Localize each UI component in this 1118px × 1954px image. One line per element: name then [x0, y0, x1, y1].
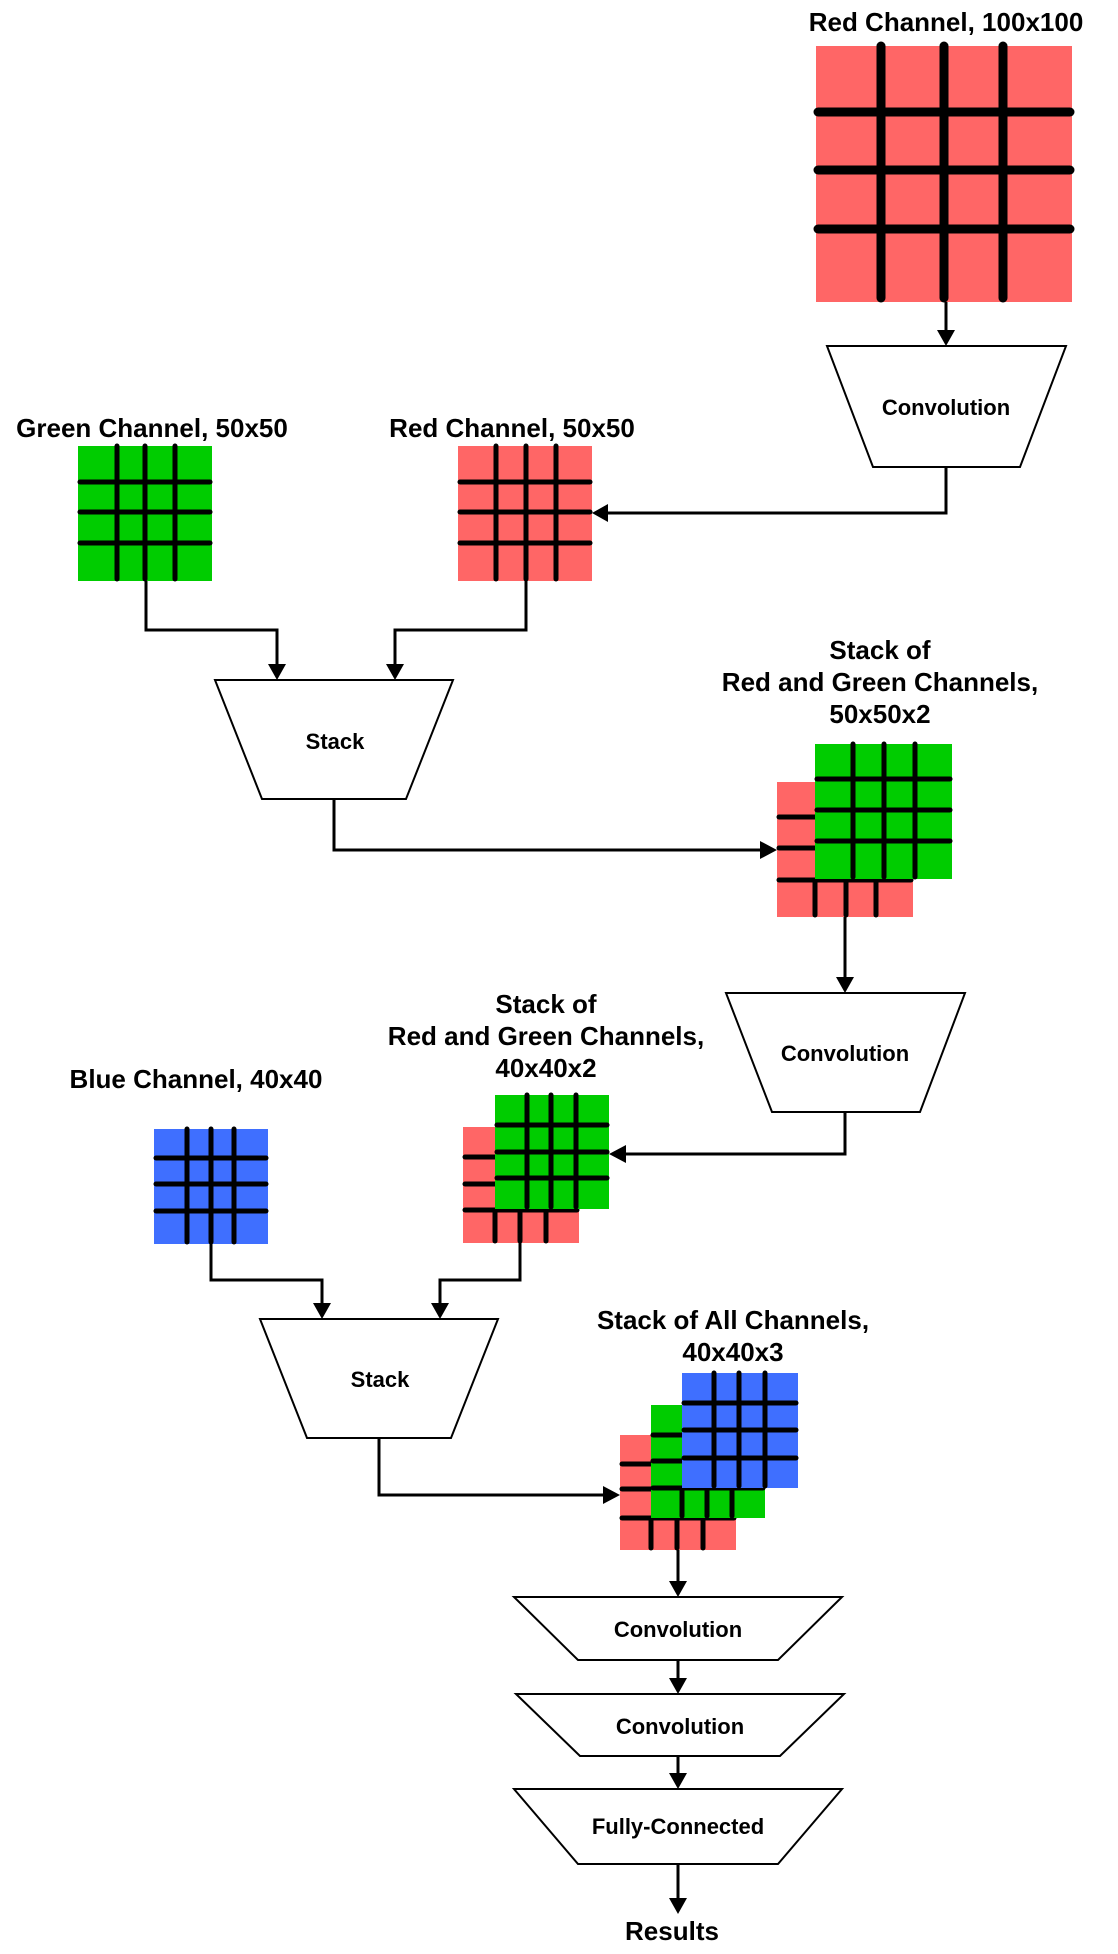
node-fully-connected-label: Fully-Connected — [592, 1814, 764, 1839]
edge-blue40-to-stack2 — [209, 1244, 331, 1319]
edge-stack-all-to-conv3 — [669, 1550, 687, 1597]
label-stack-rg-50-line3: 50x50x2 — [829, 699, 930, 729]
edge-line — [377, 1438, 604, 1497]
green-channel-50-grid — [77, 443, 213, 582]
label-green-channel-50: Green Channel, 50x50 — [16, 413, 288, 443]
arrowhead-icon — [431, 1303, 449, 1319]
arrowhead-icon — [836, 977, 854, 993]
label-stack-rg-50-line1: Stack of — [829, 635, 930, 665]
node-convolution-2-shape — [724, 992, 967, 1113]
label-red-channel-50: Red Channel, 50x50 — [389, 413, 635, 443]
edge-line — [393, 581, 528, 665]
edge-fully-connected-to-results — [669, 1864, 687, 1914]
node-convolution-4: Convolution — [513, 1693, 847, 1757]
node-stack-1-shape — [213, 679, 455, 800]
label-stack-rg-40-line2: Red and Green Channels, — [388, 1021, 704, 1051]
node-convolution-4-label: Convolution — [616, 1714, 744, 1739]
node-convolution-3-shape — [511, 1596, 845, 1661]
edge-green50-to-stack1 — [144, 581, 286, 680]
arrowhead-icon — [669, 1898, 687, 1914]
edge-stack2-to-stack-all — [377, 1438, 620, 1504]
arrowhead-icon — [268, 664, 286, 680]
arrowhead-icon — [313, 1303, 331, 1319]
arrowhead-icon — [592, 504, 608, 522]
arrowhead-icon — [609, 1145, 626, 1163]
edge-conv4-to-fully-connected — [669, 1756, 687, 1789]
edge-conv2-to-stack-rg-40 — [609, 1112, 847, 1163]
red-channel-50-grid — [457, 443, 593, 582]
node-convolution-2-label: Convolution — [781, 1041, 909, 1066]
edge-line — [607, 467, 948, 515]
edge-red100-to-conv1 — [937, 302, 955, 346]
arrowhead-icon — [937, 330, 955, 346]
edge-line — [332, 799, 761, 852]
node-fully-connected: Fully-Connected — [511, 1788, 845, 1865]
node-convolution-1-label: Convolution — [882, 395, 1010, 420]
node-convolution-1-shape — [825, 345, 1068, 468]
stack-rg-50-grid — [776, 741, 953, 918]
arrowhead-icon — [603, 1486, 620, 1504]
red-channel-100-grid — [813, 41, 1075, 303]
arrowhead-icon — [386, 664, 404, 680]
blue-channel-40-grid — [153, 1126, 269, 1245]
node-stack-2-shape — [258, 1318, 500, 1439]
arrowhead-icon — [669, 1773, 687, 1789]
edge-red50-to-stack1 — [386, 581, 528, 680]
node-fully-connected-shape — [511, 1788, 845, 1865]
stack-all-40-grid — [619, 1370, 799, 1551]
label-stack-all-line1: Stack of All Channels, — [597, 1305, 869, 1335]
stack-rg-40-grid — [462, 1092, 610, 1244]
label-stack-rg-40-line3: 40x40x2 — [495, 1053, 596, 1083]
arrowhead-icon — [669, 1581, 687, 1597]
edge-line — [144, 581, 279, 665]
node-convolution-3: Convolution — [511, 1596, 845, 1661]
edge-line — [438, 1243, 522, 1304]
edge-conv1-to-red50 — [592, 467, 948, 522]
edge-stack-rg-50-to-conv2 — [836, 917, 854, 993]
label-stack-rg-40-line1: Stack of — [495, 989, 596, 1019]
arrowhead-icon — [669, 1678, 687, 1694]
node-convolution-4-shape — [513, 1693, 847, 1757]
node-convolution-2: Convolution — [724, 992, 967, 1113]
node-stack-1-label: Stack — [306, 729, 365, 754]
node-stack-2: Stack — [258, 1318, 500, 1439]
node-convolution-3-label: Convolution — [614, 1617, 742, 1642]
edge-conv3-to-conv4 — [669, 1660, 687, 1694]
node-stack-2-label: Stack — [351, 1367, 410, 1392]
node-convolution-1: Convolution — [825, 345, 1068, 468]
edge-stack-rg-40-to-stack2 — [431, 1243, 522, 1319]
edge-stack1-to-stack-rg-50 — [332, 799, 777, 859]
label-results: Results — [625, 1916, 719, 1946]
label-red-channel-100: Red Channel, 100x100 — [809, 7, 1084, 37]
label-blue-channel-40: Blue Channel, 40x40 — [70, 1064, 323, 1094]
edge-line — [209, 1244, 324, 1304]
label-stack-all-line2: 40x40x3 — [682, 1337, 783, 1367]
node-stack-1: Stack — [213, 679, 455, 800]
arrowhead-icon — [760, 841, 777, 859]
label-stack-rg-50-line2: Red and Green Channels, — [722, 667, 1038, 697]
edge-line — [625, 1112, 847, 1156]
